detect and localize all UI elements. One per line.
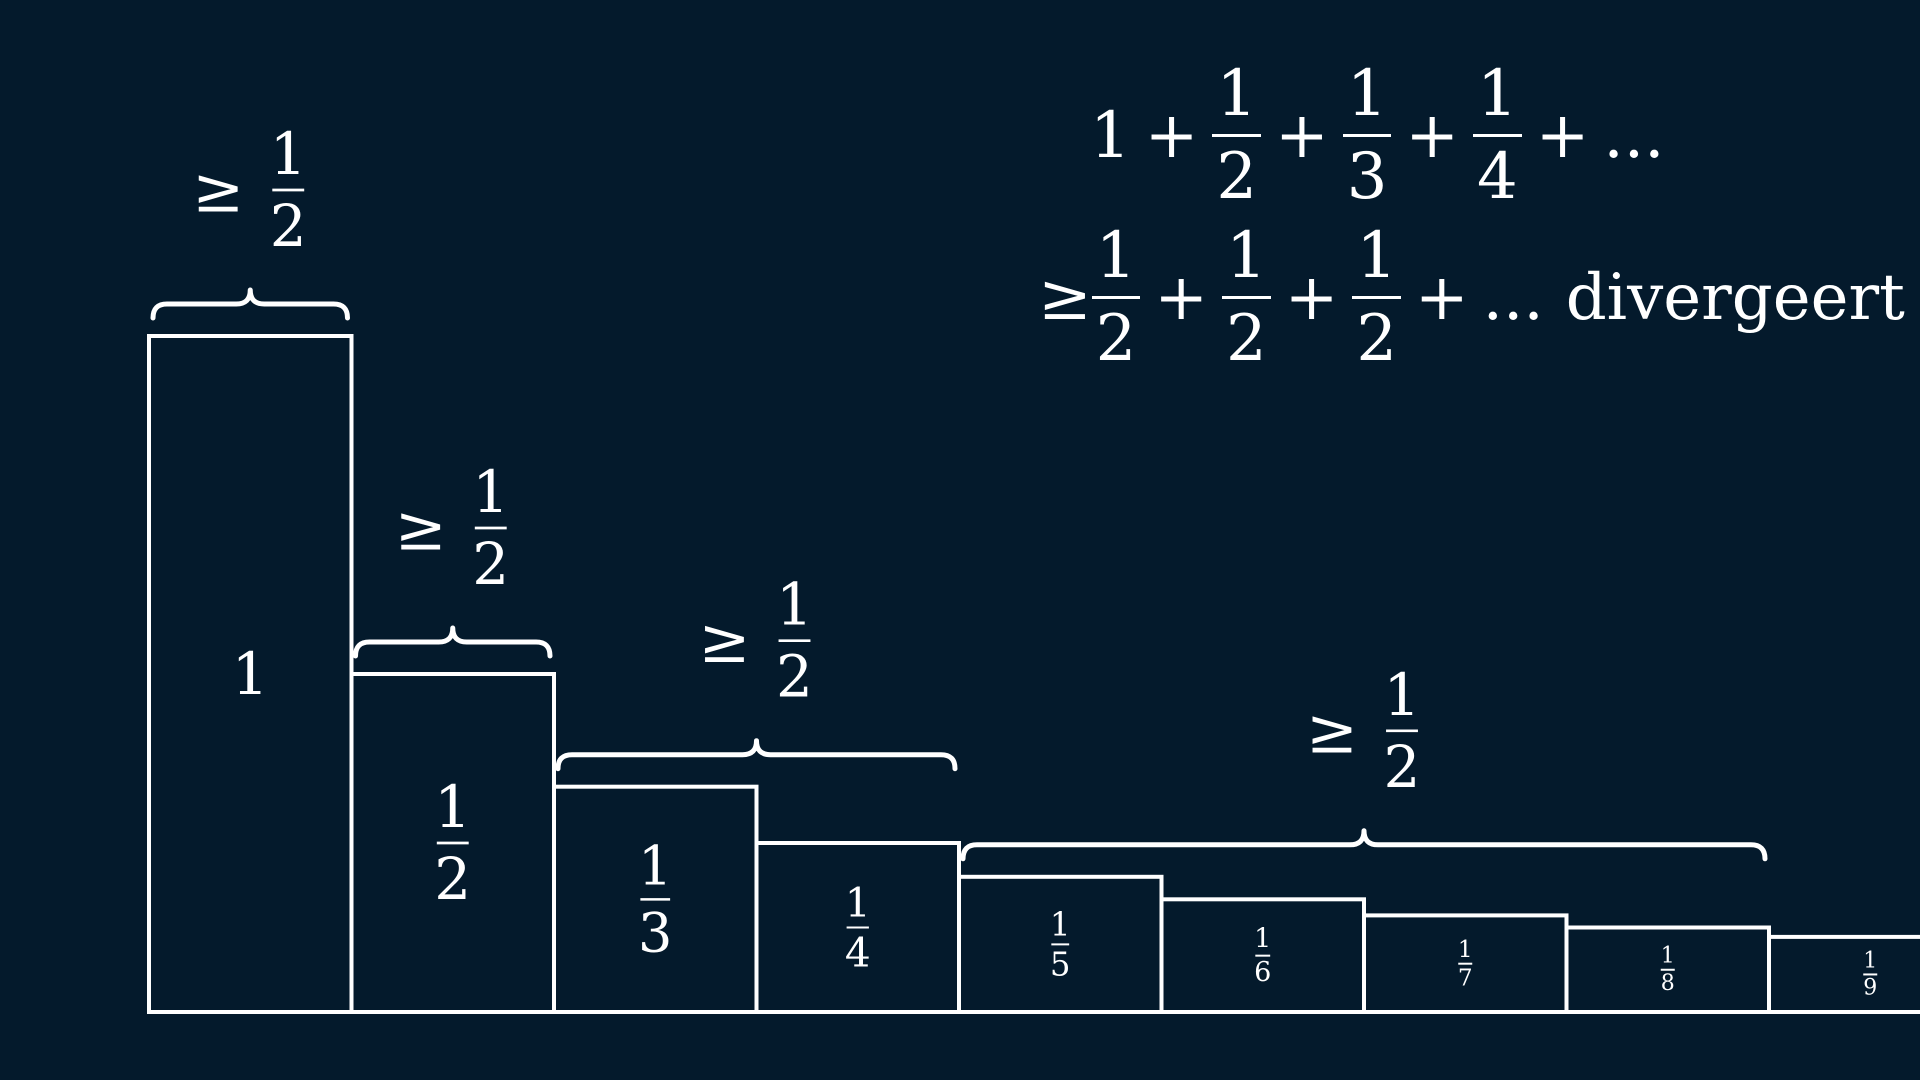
equation-line-2: ≥ 1 2 + 1 2 + 1 2 + ... divergeert bbox=[1038, 224, 1905, 371]
bar-8-value-numerator: 1 bbox=[1661, 944, 1675, 969]
group-3-label-denominator: 2 bbox=[776, 643, 813, 711]
divergence-word: divergeert bbox=[1565, 260, 1905, 335]
group-1-label-numerator: 1 bbox=[270, 120, 307, 188]
plus-sign: + bbox=[1405, 98, 1460, 173]
bar-9-value-denominator: 9 bbox=[1863, 976, 1877, 1001]
fraction-denominator: 2 bbox=[1095, 302, 1137, 376]
group-4-geq-sign: ≥ bbox=[1306, 694, 1358, 767]
fraction-numerator: 1 bbox=[1356, 219, 1398, 293]
fraction-numerator: 1 bbox=[1216, 57, 1258, 131]
bar-6-value-numerator: 1 bbox=[1254, 923, 1271, 954]
bar-7-value-numerator: 1 bbox=[1458, 936, 1473, 963]
fraction-denominator: 2 bbox=[1356, 302, 1398, 376]
equation-fraction: 1 2 bbox=[1352, 219, 1402, 376]
fraction-denominator: 4 bbox=[1477, 140, 1518, 214]
bar-3-value-denominator: 3 bbox=[638, 901, 672, 964]
group-3-geq-sign: ≥ bbox=[699, 604, 751, 677]
bar-5-value-numerator: 1 bbox=[1050, 905, 1071, 943]
fraction-denominator: 2 bbox=[1216, 140, 1258, 214]
equation-fraction: 1 2 bbox=[1212, 57, 1262, 214]
group-1-geq-sign: ≥ bbox=[192, 154, 244, 227]
bar-5-value-denominator: 5 bbox=[1050, 946, 1071, 984]
group-2-label-numerator: 1 bbox=[472, 458, 509, 526]
plus-sign: + bbox=[1284, 260, 1339, 335]
fraction-denominator: 2 bbox=[1225, 302, 1267, 376]
plus-sign: + bbox=[1275, 98, 1329, 173]
plus-sign: + bbox=[1535, 98, 1590, 173]
equation-fraction: 1 2 bbox=[1091, 219, 1141, 376]
plus-sign: + bbox=[1415, 260, 1469, 335]
plus-sign: + bbox=[1144, 98, 1199, 173]
ellipsis: ... bbox=[1603, 98, 1665, 173]
fraction-bar bbox=[1352, 296, 1402, 299]
bar-3-value-numerator: 1 bbox=[638, 834, 672, 897]
equation-fraction: 1 2 bbox=[1221, 219, 1271, 376]
fraction-bar bbox=[1473, 134, 1522, 137]
fraction-numerator: 1 bbox=[1095, 219, 1137, 293]
equation-first-term: 1 bbox=[1090, 98, 1131, 173]
fraction-bar bbox=[1342, 134, 1392, 137]
fraction-bar bbox=[1212, 134, 1262, 137]
bar-4-value-numerator: 1 bbox=[845, 878, 871, 926]
group-1-label-denominator: 2 bbox=[270, 192, 307, 260]
group-4-brace bbox=[960, 828, 1768, 862]
group-3-brace bbox=[555, 738, 958, 772]
bar-1-value-label: 1 bbox=[232, 640, 269, 708]
bar-9-value-numerator: 1 bbox=[1863, 948, 1877, 973]
fraction-numerator: 1 bbox=[1477, 57, 1518, 131]
fraction-numerator: 1 bbox=[1346, 57, 1388, 131]
equation-fraction: 1 4 bbox=[1473, 62, 1522, 209]
ellipsis: ... bbox=[1482, 260, 1544, 335]
group-1-brace bbox=[150, 287, 350, 321]
fraction-bar bbox=[1091, 296, 1141, 299]
group-3-label-numerator: 1 bbox=[776, 571, 813, 639]
bar-8-value-denominator: 8 bbox=[1661, 971, 1675, 996]
fraction-bar bbox=[1221, 296, 1271, 299]
group-2-geq-sign: ≥ bbox=[395, 492, 447, 565]
equation-line-1: 1 + 1 2 + 1 3 + 1 4 + ... bbox=[1090, 62, 1664, 209]
plus-sign: + bbox=[1154, 260, 1208, 335]
bar-6-value-denominator: 6 bbox=[1254, 957, 1271, 988]
bar-2-value-numerator: 1 bbox=[434, 773, 471, 841]
group-2-brace bbox=[353, 625, 553, 659]
geq-sign: ≥ bbox=[1038, 260, 1092, 335]
group-2-label-denominator: 2 bbox=[472, 530, 509, 598]
bar-9 bbox=[1767, 934, 1920, 1015]
equation-fraction: 1 3 bbox=[1342, 57, 1392, 214]
group-4-label-numerator: 1 bbox=[1384, 661, 1421, 729]
bar-4-value-denominator: 4 bbox=[845, 929, 871, 977]
bar-7-value-denominator: 7 bbox=[1458, 965, 1473, 992]
bar-2-value-denominator: 2 bbox=[434, 845, 471, 913]
fraction-numerator: 1 bbox=[1225, 219, 1267, 293]
group-4-label-denominator: 2 bbox=[1384, 733, 1421, 801]
fraction-denominator: 3 bbox=[1346, 140, 1388, 214]
